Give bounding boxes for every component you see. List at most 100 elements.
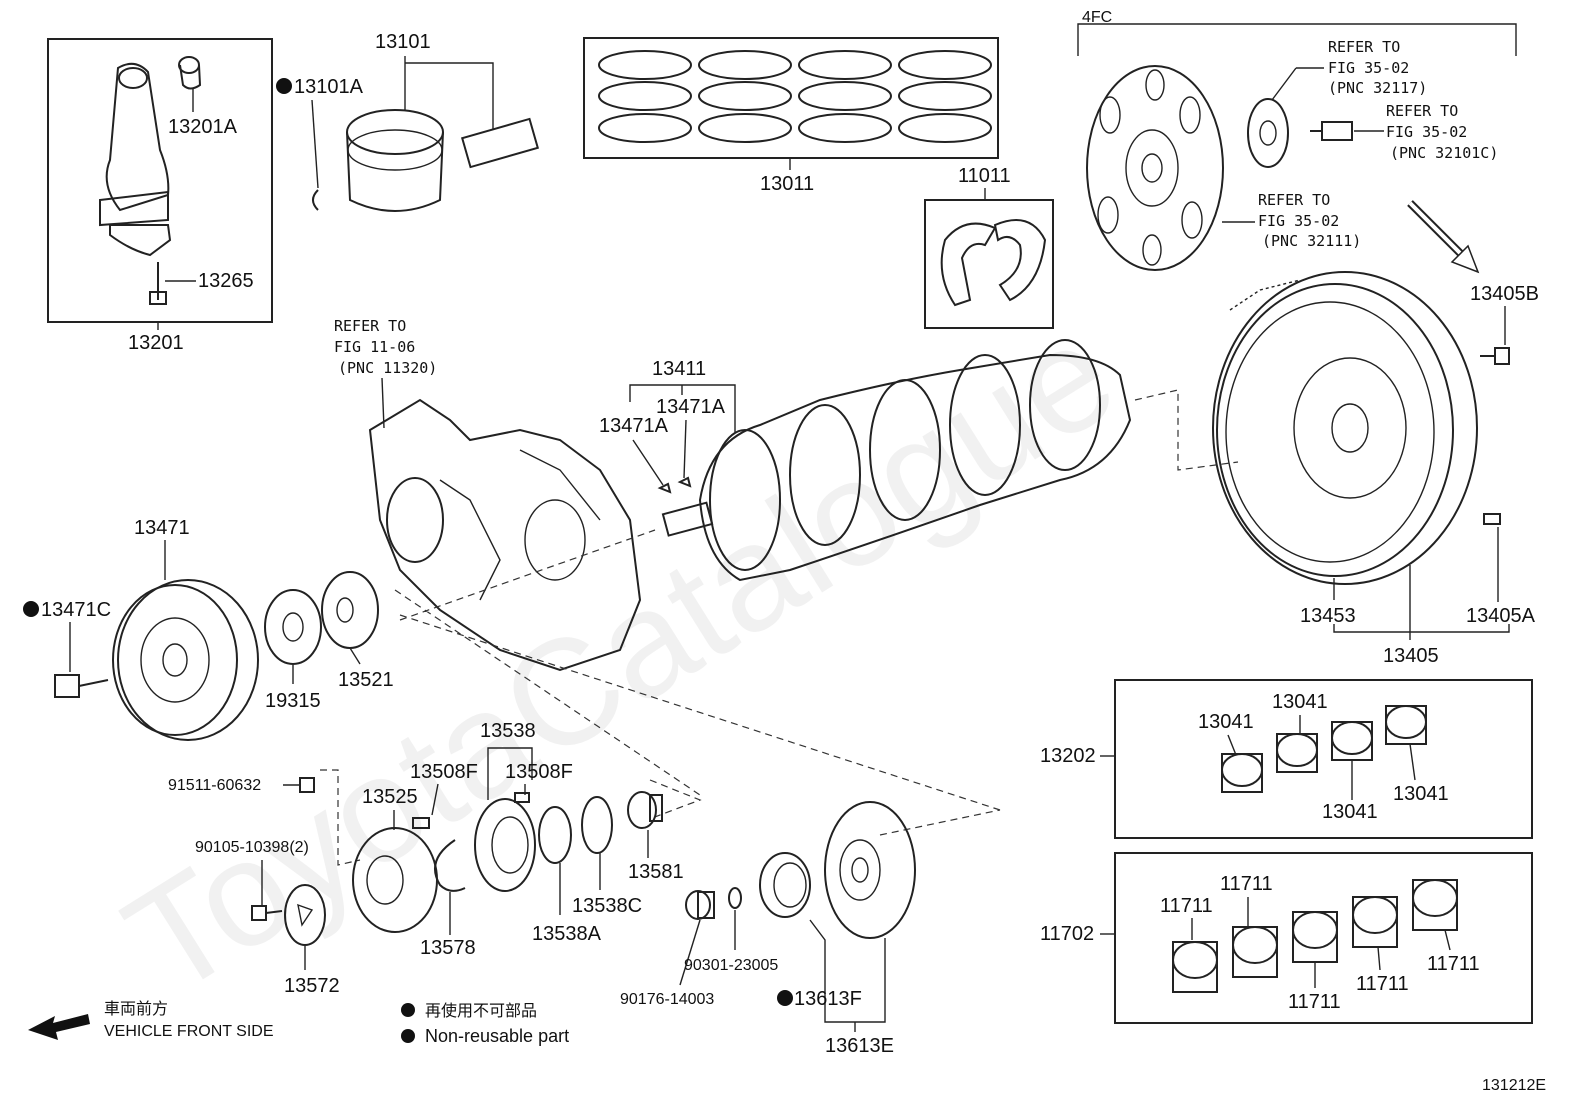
- front-direction-arrow-icon: [28, 1014, 90, 1040]
- svg-text:FIG 35-02: FIG 35-02: [1328, 59, 1409, 77]
- label-11711-a: 11711: [1160, 895, 1213, 917]
- legend-nonreuse-jp: 再使用不可部品: [425, 1002, 537, 1020]
- snap-ring-13578: [434, 839, 466, 892]
- label-13041-c: 13041: [1322, 801, 1378, 823]
- oil-pump-cover-drawing: [368, 398, 642, 672]
- label-13581: 13581: [628, 861, 684, 883]
- label-13572: 13572: [284, 975, 340, 997]
- non-reusable-dot-13613F: [777, 990, 793, 1006]
- label-13011: 13011: [760, 173, 814, 195]
- label-13525: 13525: [362, 786, 418, 808]
- thrust-washer-box: [924, 199, 1054, 329]
- svg-text:(PNC 11320): (PNC 11320): [338, 359, 437, 377]
- refer-fig-35-02-pnc-32101c: REFER TO FIG 35-02 (PNC 32101C): [1386, 102, 1498, 162]
- label-19315: 19315: [265, 690, 321, 712]
- con-rod-bearing-box: [1114, 679, 1533, 839]
- svg-text:REFER TO: REFER TO: [1386, 102, 1458, 120]
- balance-driven-gear-13613E-drawing: [824, 801, 916, 939]
- legend-nonreuse-en: Non-reusable part: [425, 1026, 569, 1046]
- label-4fc: 4FC: [1082, 9, 1112, 26]
- label-13471A-left: 13471A: [599, 415, 669, 437]
- label-13041-a: 13041: [1198, 711, 1254, 733]
- label-13538: 13538: [480, 720, 536, 742]
- label-13405B: 13405B: [1470, 283, 1539, 305]
- oil-pump-drive-gear-drawing: [264, 589, 322, 665]
- label-13471A-right: 13471A: [656, 396, 726, 418]
- label-11711-b: 11711: [1220, 873, 1273, 895]
- svg-text:FIG 35-02: FIG 35-02: [1386, 123, 1467, 141]
- label-13265: 13265: [198, 270, 254, 292]
- refer-fig-11-06-pnc-11320: REFER TO FIG 11-06 (PNC 11320): [334, 317, 437, 377]
- label-13471C: 13471C: [41, 599, 111, 621]
- label-13201: 13201: [128, 332, 184, 354]
- refer-fig-35-02-pnc-32111: REFER TO FIG 35-02 (PNC 32111): [1258, 191, 1361, 250]
- ring-13538A: [538, 806, 572, 864]
- legend-dot-jp: [401, 1003, 415, 1017]
- label-13538A: 13538A: [532, 923, 602, 945]
- piston-rings-drawing: [598, 50, 992, 143]
- label-13508F-left: 13508F: [410, 761, 478, 783]
- balance-gear-13538-drawing: [474, 792, 536, 892]
- plug-13581-drawing: [627, 791, 663, 829]
- drive-plate-drawing: [1086, 65, 1353, 271]
- svg-text:FIG 35-02: FIG 35-02: [1258, 212, 1339, 230]
- direction-arrow-icon: [1407, 200, 1480, 274]
- label-13508F-right: 13508F: [505, 761, 573, 783]
- label-13613E: 13613E: [825, 1035, 894, 1057]
- washer-90301: [728, 887, 742, 909]
- label-13101A: 13101A: [294, 76, 364, 98]
- svg-text:REFER TO: REFER TO: [1328, 38, 1400, 56]
- crankshaft-drawing: [657, 339, 1132, 582]
- label-13471: 13471: [134, 517, 190, 539]
- label-11011: 11011: [958, 165, 1011, 187]
- label-91511-60632: 91511-60632: [168, 777, 261, 794]
- label-13538C: 13538C: [572, 895, 642, 917]
- label-13405A: 13405A: [1466, 605, 1536, 627]
- main-bearing-box: [1114, 852, 1533, 1024]
- piston-drawing: [312, 109, 540, 212]
- connecting-rod-drawing: [99, 56, 202, 305]
- label-11702: 11702: [1040, 923, 1094, 945]
- connecting-rod-group-box: [47, 38, 273, 323]
- label-90105-10398: 90105-10398(2): [195, 839, 309, 856]
- label-13201A: 13201A: [168, 116, 238, 138]
- legend-dot-en: [401, 1029, 415, 1043]
- label-13101: 13101: [375, 31, 431, 53]
- refer-fig-35-02-pnc-32117: REFER TO FIG 35-02 (PNC 32117): [1328, 38, 1427, 97]
- svg-text:(PNC 32101C): (PNC 32101C): [1390, 144, 1498, 162]
- label-11711-e: 11711: [1427, 953, 1480, 975]
- main-bearings-drawing: [1172, 879, 1458, 993]
- legend-front-jp: 車両前方: [104, 1000, 168, 1018]
- label-13613F: 13613F: [794, 988, 862, 1010]
- label-11711-d: 11711: [1356, 973, 1409, 995]
- svg-text:(PNC 32117): (PNC 32117): [1328, 79, 1427, 97]
- thrust-washers-drawing: [940, 219, 1047, 307]
- label-13411: 13411: [652, 358, 706, 380]
- label-13041-b: 13041: [1272, 691, 1328, 713]
- snap-ring-13538C: [581, 796, 613, 854]
- non-reusable-dot-13101A: [276, 78, 292, 94]
- label-90301-23005: 90301-23005: [684, 957, 778, 974]
- label-13405: 13405: [1383, 645, 1439, 667]
- svg-text:REFER TO: REFER TO: [1258, 191, 1330, 209]
- bushing-90176-drawing: [685, 890, 715, 920]
- crank-timing-gear-drawing: [321, 571, 379, 649]
- svg-text:(PNC 32111): (PNC 32111): [1262, 232, 1361, 250]
- label-13041-d: 13041: [1393, 783, 1449, 805]
- crank-pulley-drawing: [54, 579, 259, 741]
- plate-13572-drawing: [284, 884, 326, 946]
- figure-code: 131212E: [1482, 1077, 1546, 1094]
- svg-text:FIG 11-06: FIG 11-06: [334, 338, 415, 356]
- oil-seal-13613F-drawing: [759, 852, 811, 918]
- label-13521: 13521: [338, 669, 394, 691]
- legend-front-en: VEHICLE FRONT SIDE: [104, 1023, 274, 1040]
- label-13202: 13202: [1040, 745, 1096, 767]
- flywheel-drawing: [1212, 271, 1510, 585]
- label-90176-14003: 90176-14003: [620, 991, 714, 1008]
- label-13578: 13578: [420, 937, 476, 959]
- svg-text:REFER TO: REFER TO: [334, 317, 406, 335]
- piston-ring-box: [583, 37, 999, 159]
- non-reusable-dot-13471C: [23, 601, 39, 617]
- label-11711-c: 11711: [1288, 991, 1341, 1013]
